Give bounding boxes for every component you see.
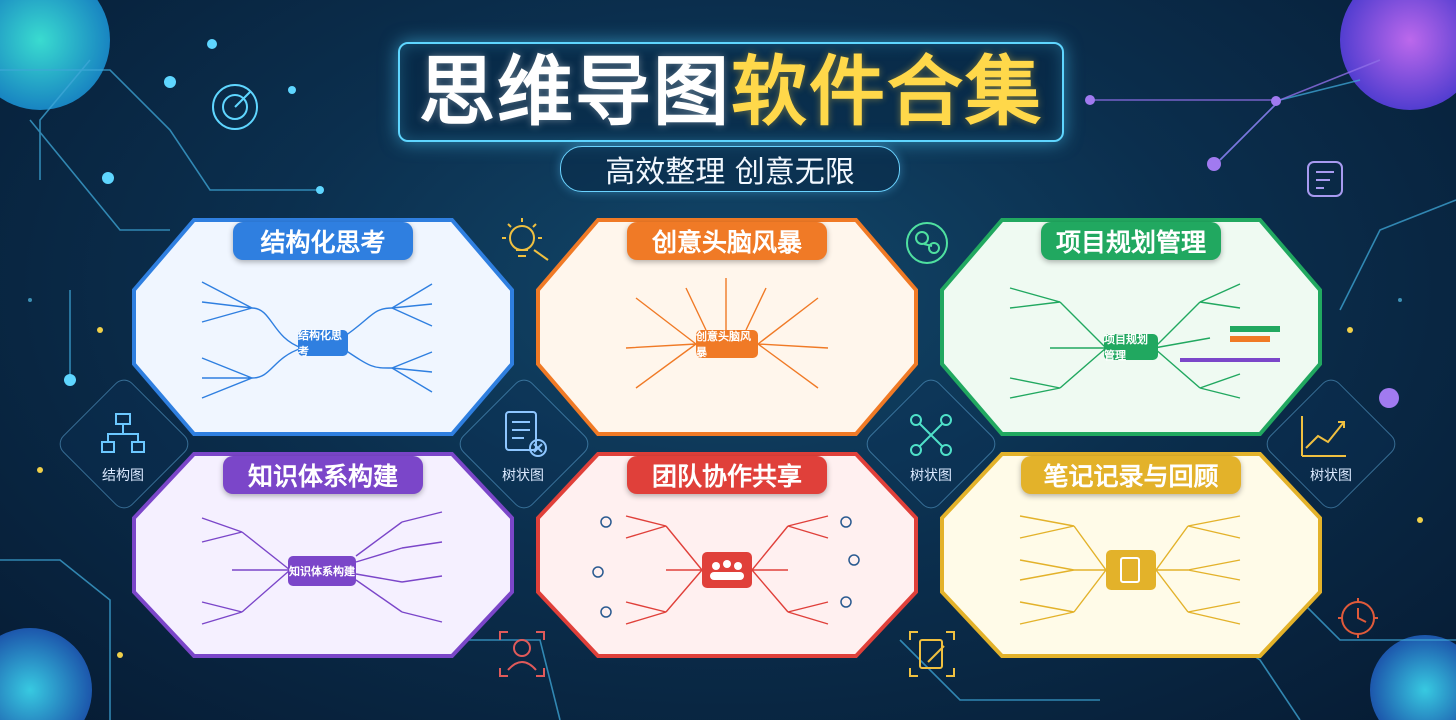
side-label-left: 结构图 <box>102 468 144 484</box>
card-title: 笔记记录与回顾 <box>1021 456 1241 494</box>
card-frame <box>940 218 1322 436</box>
target-icon <box>210 82 260 136</box>
subtitle: 高效整理 创意无限 <box>560 146 900 192</box>
title-part1: 思维导图 <box>419 47 731 136</box>
user-icon <box>496 628 548 684</box>
card-title: 项目规划管理 <box>1041 222 1221 260</box>
title-part2: 软件合集 <box>731 47 1043 136</box>
card-frame <box>536 218 918 436</box>
card-frame <box>940 452 1322 658</box>
brain-icon <box>902 218 952 272</box>
card-center-node: 项目规划管理 <box>1104 333 1158 362</box>
card-center-node: 结构化思考 <box>298 329 348 358</box>
card-title: 结构化思考 <box>233 222 413 260</box>
card-structured-thinking: 结构化思考 结构化思考 <box>132 218 514 436</box>
card-creative-brainstorm: 创意头脑风暴 创意头脑风暴 <box>536 218 918 436</box>
card-team-collaboration: 团队协作共享 <box>536 452 918 658</box>
document-icon <box>502 410 548 462</box>
lightbulb-icon <box>496 216 552 270</box>
card-center-node: 创意头脑风暴 <box>696 330 758 359</box>
side-label-mid-left: 树状图 <box>502 468 544 484</box>
card-frame <box>536 452 918 658</box>
flowchart-icon <box>100 412 146 460</box>
card-frame <box>132 218 514 436</box>
card-title: 团队协作共享 <box>627 456 827 494</box>
card-knowledge-system: 知识体系构建 知识体系构建 <box>132 452 514 658</box>
side-label-mid-right: 树状图 <box>910 468 952 484</box>
card-title: 知识体系构建 <box>223 456 423 494</box>
card-center-node: 知识体系构建 <box>288 556 356 586</box>
trend-chart-icon <box>1298 412 1350 464</box>
network-icon <box>908 412 954 462</box>
card-frame <box>132 452 514 658</box>
main-title: 思维导图软件合集 <box>398 42 1064 142</box>
edit-note-icon <box>906 628 958 684</box>
card-title: 创意头脑风暴 <box>627 222 827 260</box>
clock-icon <box>1336 596 1380 644</box>
note-icon <box>1304 158 1348 206</box>
card-notes-review: 笔记记录与回顾 <box>940 452 1322 658</box>
side-label-right: 树状图 <box>1310 468 1352 484</box>
card-project-planning: 项目规划管理 项目规划管理 <box>940 218 1322 436</box>
